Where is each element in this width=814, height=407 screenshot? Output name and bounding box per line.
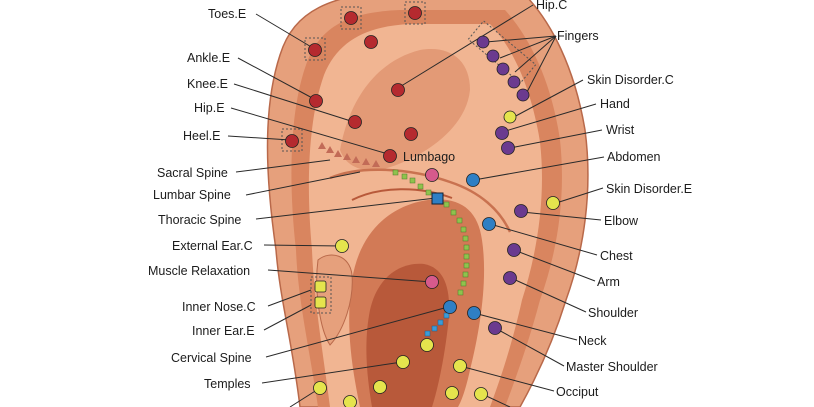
lobe-point-4 <box>445 386 459 400</box>
finger-point-5 <box>516 88 530 102</box>
spine-blue-squares <box>424 312 450 337</box>
master-shoulder-point <box>488 321 502 335</box>
skin-disorder-e-point <box>546 196 560 210</box>
heel-box <box>281 128 303 152</box>
ankle-point <box>309 94 323 108</box>
spine-green-squares <box>392 169 470 296</box>
label-inner-nose: Inner Nose.C <box>182 300 256 314</box>
sacral-triangle-6 <box>362 158 370 165</box>
cervical-point <box>443 300 457 314</box>
points-organ <box>443 173 496 320</box>
lumbago-pink-point <box>425 168 439 182</box>
inner-nose-box <box>310 276 332 314</box>
lobe-point-3 <box>373 380 387 394</box>
neck-point <box>467 306 481 320</box>
label-master-shoulder: Master Shoulder <box>566 360 658 374</box>
occiput-point <box>453 359 467 373</box>
arm-point <box>507 243 521 257</box>
inner-nose-point <box>314 280 327 293</box>
label-cervical-spine: Cervical Spine <box>171 351 252 365</box>
toes-point-1 <box>344 11 358 25</box>
label-heel: Heel.E <box>183 129 221 143</box>
wrist-point <box>501 141 515 155</box>
label-shoulder: Shoulder <box>588 306 638 320</box>
sacral-triangle-4 <box>343 153 351 160</box>
inner-ear-point <box>314 296 327 309</box>
spine-markers <box>318 142 470 337</box>
lobe-point-5 <box>474 387 488 401</box>
hip-c-point <box>391 83 405 97</box>
points-foot <box>285 6 422 163</box>
label-occiput: Occiput <box>556 385 599 399</box>
label-hand: Hand <box>600 97 630 111</box>
abdomen-point <box>466 173 480 187</box>
sacral-triangle-7 <box>372 160 380 167</box>
label-thoracic-spine: Thoracic Spine <box>158 213 241 227</box>
labels: Toes.E Hip.C Fingers Ankle.E Knee.E Hip.… <box>148 0 692 399</box>
label-neck: Neck <box>578 334 607 348</box>
finger-point-3 <box>496 62 510 76</box>
label-external-ear: External Ear.C <box>172 239 253 253</box>
muscle-relaxation-point <box>425 275 439 289</box>
label-temples: Temples <box>204 377 251 391</box>
label-skin-disorder-c: Skin Disorder.C <box>587 73 674 87</box>
ear-crus-ridge <box>329 168 512 233</box>
label-sacral-spine: Sacral Spine <box>157 166 228 180</box>
skin-disorder-c-point <box>503 110 517 124</box>
lobe-point-2 <box>343 395 357 407</box>
hip-e-point <box>404 127 418 141</box>
sacral-triangle-1 <box>318 142 326 149</box>
label-chest: Chest <box>600 249 633 263</box>
label-lumbago: Lumbago <box>403 150 455 164</box>
elbow-point <box>514 204 528 218</box>
label-abdomen: Abdomen <box>607 150 661 164</box>
label-lumbar-spine: Lumbar Spine <box>153 188 231 202</box>
toes-box-2 <box>404 1 426 25</box>
label-hip-e: Hip.E <box>194 101 225 115</box>
label-muscle-relaxation: Muscle Relaxation <box>148 264 250 278</box>
thoracic-spine-marker <box>431 192 444 205</box>
finger-point-4 <box>507 75 521 89</box>
label-wrist: Wrist <box>606 123 635 137</box>
knee-point <box>348 115 362 129</box>
label-hip-c: Hip.C <box>536 0 567 12</box>
points-head <box>313 110 560 407</box>
points-hand <box>476 35 530 335</box>
points-spine-pink <box>425 168 439 289</box>
label-inner-ear: Inner Ear.E <box>192 324 255 338</box>
ear-canal <box>366 263 450 407</box>
label-knee: Knee.E <box>187 77 228 91</box>
ankle-point-upper <box>364 35 378 49</box>
sacral-triangle-5 <box>352 156 360 163</box>
hand-point <box>495 126 509 140</box>
label-ankle: Ankle.E <box>187 51 230 65</box>
sacral-triangle-3 <box>334 150 342 157</box>
label-elbow: Elbow <box>604 214 639 228</box>
lumbago-point <box>383 149 397 163</box>
toes-box-1 <box>340 6 362 30</box>
shoulder-point <box>503 271 517 285</box>
lobe-point-1 <box>313 381 327 395</box>
finger-point-1 <box>476 35 490 49</box>
ear-triangular-fossa <box>340 49 470 171</box>
temples-point <box>396 355 410 369</box>
label-arm: Arm <box>597 275 620 289</box>
label-toes: Toes.E <box>208 7 246 21</box>
heel-point <box>285 134 299 148</box>
external-ear-point <box>335 239 349 253</box>
cervical-head-point <box>420 338 434 352</box>
ear-illustration <box>266 0 589 407</box>
sacral-triangle-2 <box>326 146 334 153</box>
leader-lines <box>227 4 605 407</box>
finger-point-2 <box>486 49 500 63</box>
toes-point-2 <box>408 6 422 20</box>
label-fingers: Fingers <box>557 29 599 43</box>
chest-point <box>482 217 496 231</box>
toes-point-3 <box>308 43 322 57</box>
toes-box-3 <box>304 37 326 61</box>
label-skin-disorder-e: Skin Disorder.E <box>606 182 692 196</box>
